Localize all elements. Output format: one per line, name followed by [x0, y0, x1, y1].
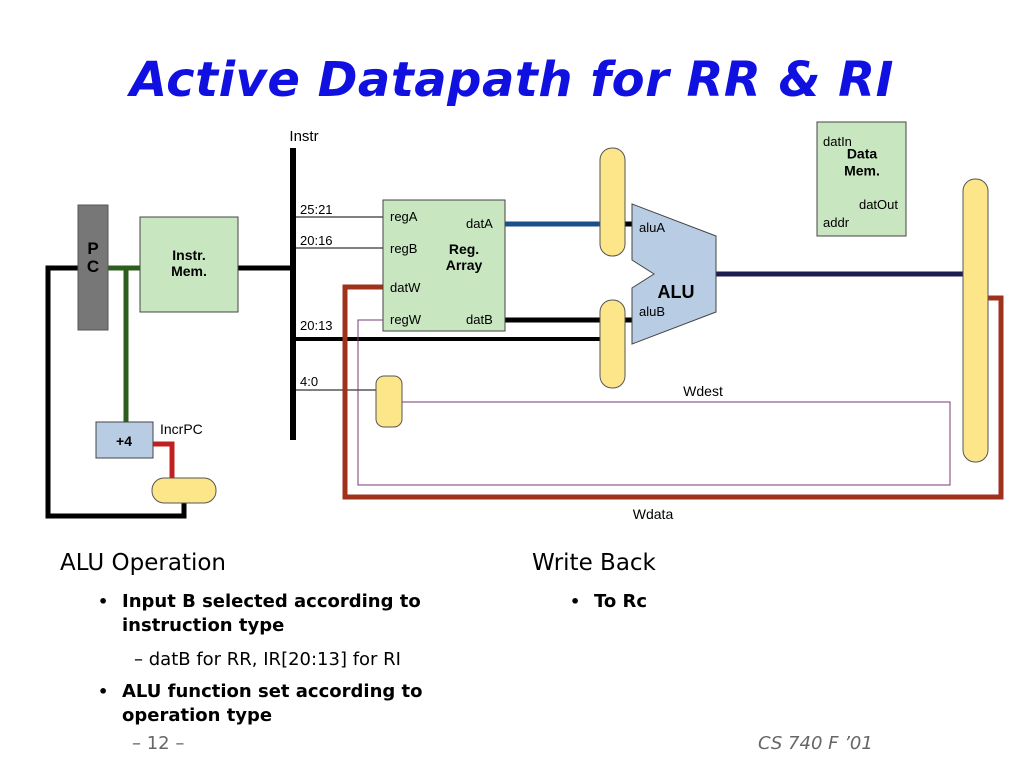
data-mem-box [816, 121, 907, 237]
wdest-label: Wdest [683, 383, 723, 399]
writeback-mux [962, 178, 989, 463]
regB-label: regB [390, 241, 417, 256]
instr-mem-label-line: Instr. [172, 247, 205, 263]
datW-label: datW [390, 280, 421, 295]
instr-label: Instr [289, 128, 318, 145]
incrpc-label: IncrPC [160, 421, 203, 437]
datA-label: datA [466, 216, 493, 231]
reg-array-label-line: Reg. [449, 241, 479, 257]
field-25-21-label: 25:21 [300, 202, 333, 217]
field-20-13-label: 20:13 [300, 318, 333, 333]
instr-mem-box [139, 216, 239, 313]
plus4-adder [95, 421, 154, 459]
alu-subbullet-datb: – datB for RR, IR[20:13] for RI [134, 648, 514, 672]
reg-array-label-line: Array [446, 257, 483, 273]
datIn-label: datIn [823, 134, 852, 149]
data-mem-label-line: Mem. [844, 163, 880, 179]
data-mem-label-line: Data [847, 146, 878, 162]
incr-red-wire [153, 441, 175, 478]
alu-bullet-input-b: Input B selected according to instructio… [122, 591, 421, 636]
alu-unit [631, 203, 717, 345]
pc-label-line: C [87, 257, 99, 276]
alu-bullet-function: ALU function set according to operation … [122, 681, 423, 726]
instr-mem-label-line: Mem. [171, 263, 207, 279]
bullet-dot: • [98, 592, 109, 611]
pc-label-line: P [87, 239, 98, 258]
write-back-heading: Write Back [532, 550, 656, 576]
plus4-label: +4 [116, 433, 132, 449]
regA-label: regA [390, 209, 418, 224]
page-number: – 12 – [132, 733, 185, 754]
write-back-section: Write Back • To Rc [532, 550, 832, 630]
alu-subbullet-text: datB for RR, IR[20:13] for RI [148, 649, 401, 670]
bullet-dot: • [98, 682, 109, 701]
aluB-label: aluB [639, 304, 665, 319]
alu-a-mux [599, 147, 626, 257]
aluA-label: aluA [639, 220, 665, 235]
pc-register [77, 204, 109, 331]
field-20-16-label: 20:16 [300, 233, 333, 248]
datB-label: datB [466, 312, 493, 327]
reg-array-box [382, 199, 506, 332]
datOut-label: datOut [859, 197, 898, 212]
wdest-wire [357, 319, 951, 486]
alu-operation-heading: ALU Operation [60, 550, 227, 576]
dash-glyph: – [134, 649, 149, 670]
bullet-dot: • [570, 592, 581, 611]
wdata-label: Wdata [633, 506, 674, 522]
page-title: Active Datapath for RR & RI [130, 52, 894, 108]
alu-operation-section: ALU Operation • Input B selected accordi… [60, 550, 500, 730]
alu-b-mux [599, 299, 626, 389]
instr-mem-label: Instr.Mem. [171, 247, 207, 279]
wdata-wire [342, 284, 1004, 500]
alu-label: ALU [658, 282, 695, 302]
reg-array-label: Reg.Array [446, 241, 483, 273]
incr-mux [151, 477, 217, 504]
write-back-bullet: To Rc [594, 591, 648, 612]
course-footer: CS 740 F ’01 [758, 733, 873, 754]
pc-loop-wire [45, 265, 187, 519]
wdest-mux [375, 375, 403, 428]
addr-label: addr [823, 215, 850, 230]
regW-label: regW [390, 312, 422, 327]
field-4-0-label: 4:0 [300, 374, 318, 389]
